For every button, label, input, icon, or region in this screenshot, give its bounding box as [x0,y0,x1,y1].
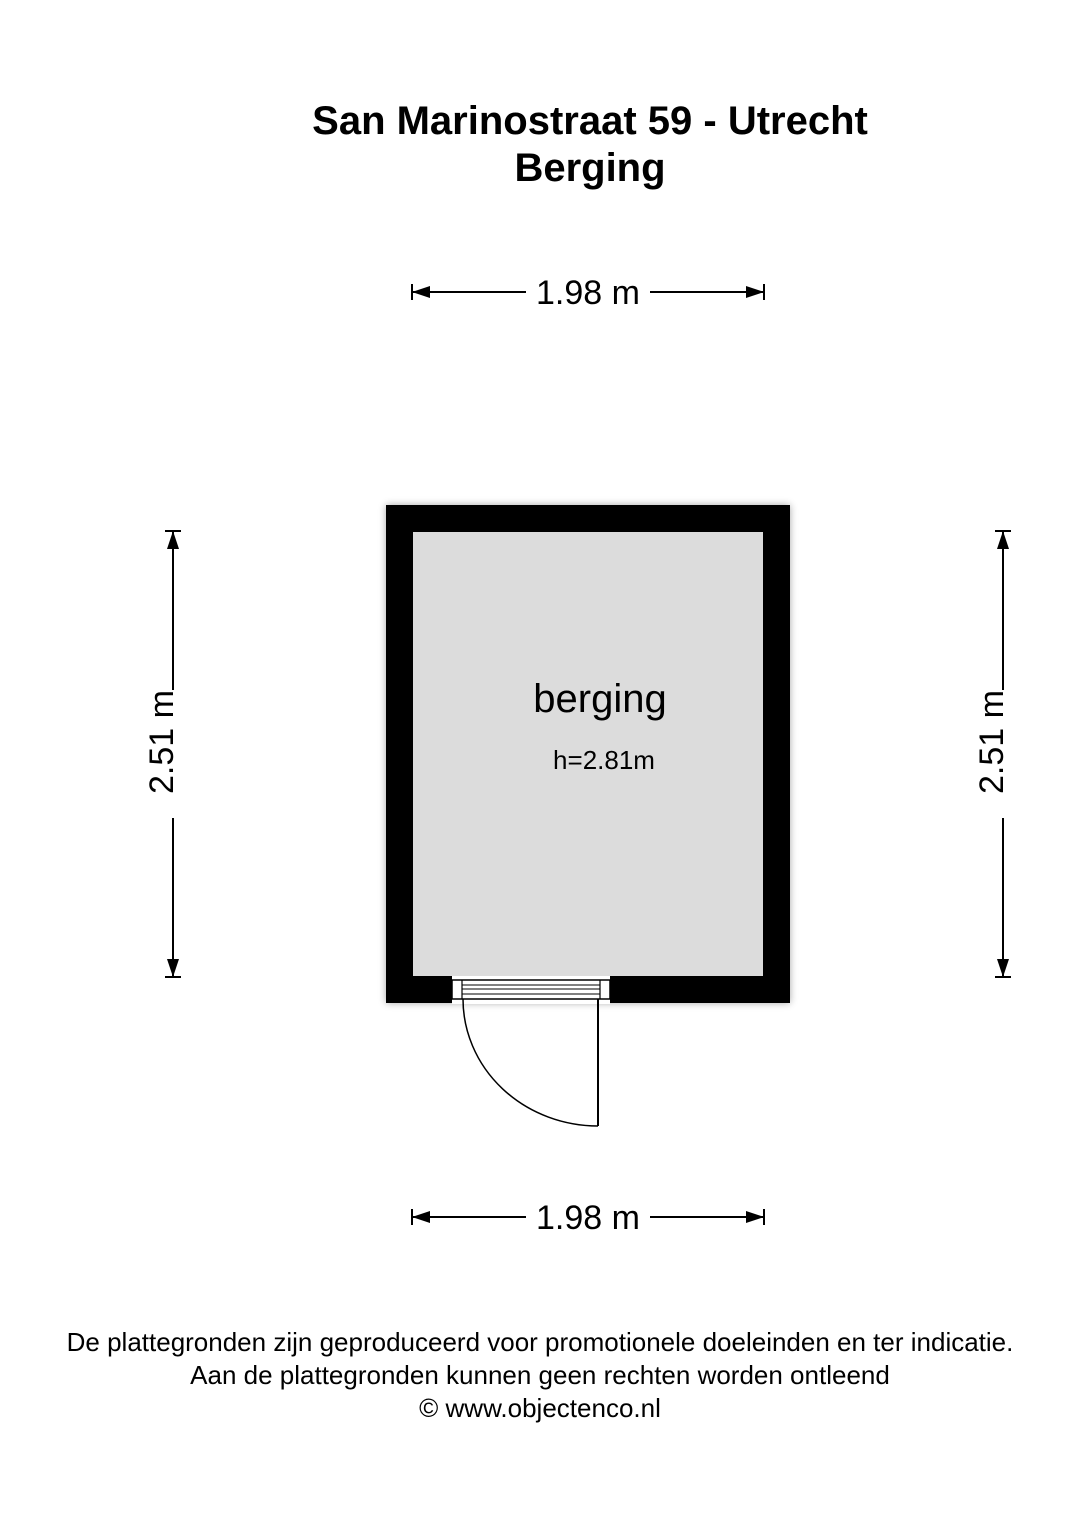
dimension-right-label: 2.51 m [973,690,1011,794]
copyright: © www.objectenco.nl [419,1393,661,1423]
page-title: San Marinostraat 59 - Utrecht [312,99,868,143]
disclaimer-line-2: Aan de plattegronden kunnen geen rechten… [190,1360,890,1390]
dimension-left: 2.51 m [143,530,181,978]
disclaimer-line-1: De plattegronden zijn geproduceerd voor … [66,1327,1014,1357]
dimension-top-label: 1.98 m [536,274,640,312]
disclaimer: De plattegronden zijn geproduceerd voor … [0,1326,1080,1425]
dimension-right: 2.51 m [973,530,1011,978]
dimension-bottom: 1.98 m [411,1199,765,1237]
room-height-label: h=2.81m [553,745,655,775]
room-berging: berging h=2.81m [386,505,790,1127]
door-swing-arc [462,998,599,1127]
room-floor [413,532,763,976]
page-subtitle: Berging [514,146,666,190]
dimension-top: 1.98 m [411,274,765,312]
dimension-left-label: 2.51 m [143,690,181,794]
room-name-label: berging [533,677,666,721]
dimension-bottom-label: 1.98 m [536,1199,640,1237]
